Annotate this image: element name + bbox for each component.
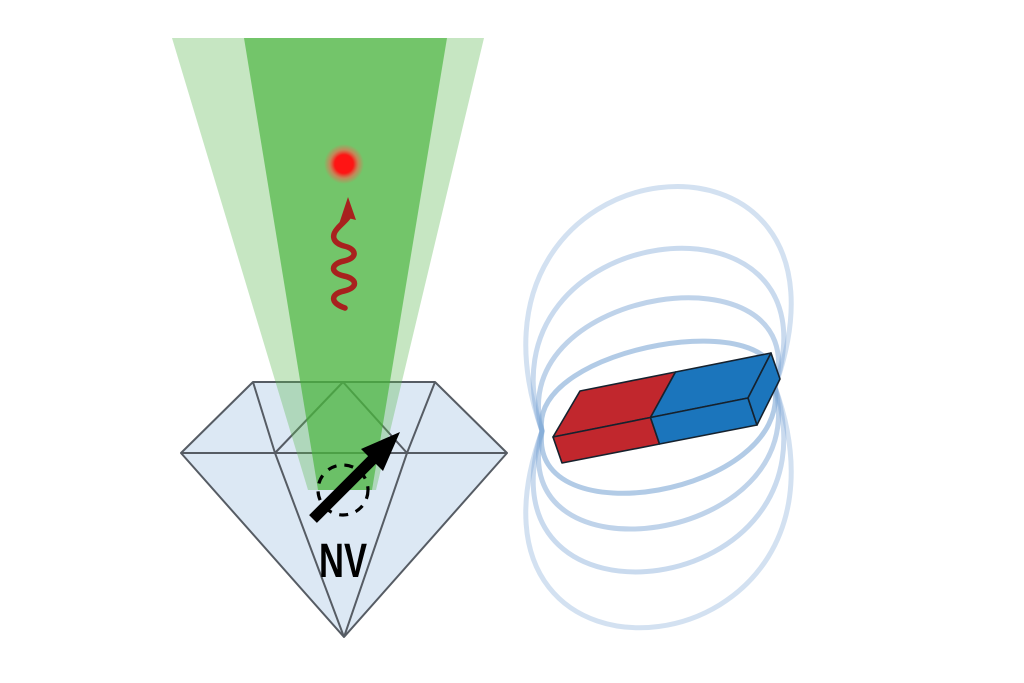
magnet-blue-end-cap [747, 352, 781, 426]
nv-spin: NV [309, 432, 400, 587]
nv-label: NV [319, 533, 367, 587]
emitted-photon [324, 144, 364, 311]
spin-arrow-shaft [309, 454, 378, 523]
photon-arrow-head [339, 197, 356, 224]
green-laser-beam [172, 38, 484, 490]
photon-wavy-arrow [330, 213, 358, 311]
photon-dot-core [335, 155, 353, 173]
diamond-outline [180, 381, 508, 638]
spin-arrow-head [361, 432, 400, 471]
laser-beam-inner-cone [244, 38, 447, 490]
spin-precession-dashed-circle [316, 463, 370, 517]
bar-magnet [552, 352, 781, 464]
